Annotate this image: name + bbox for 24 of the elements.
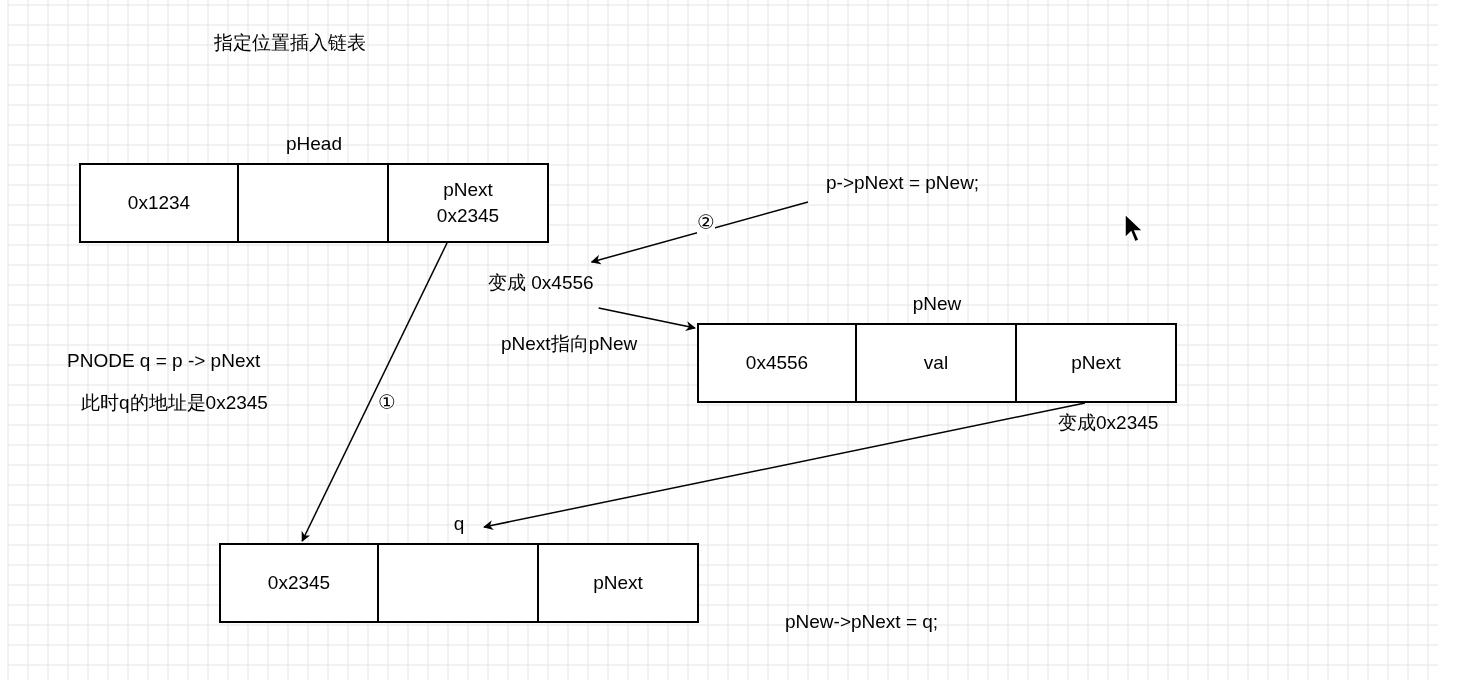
struct-heading: q <box>453 513 465 535</box>
note-text: pNew->pNext = q; <box>785 611 939 633</box>
code-text: 变成 0x4556 <box>488 270 594 296</box>
note-text: 此时q的地址是0x2345 <box>81 391 268 415</box>
field-cell: pNext <box>539 543 699 623</box>
arrow <box>590 201 809 265</box>
arrow <box>483 402 1086 531</box>
note-text: pNext指向pNew <box>501 332 638 356</box>
diagram-title: 指定位置插入链表 <box>214 31 366 55</box>
note-text: PNODE q = p -> pNext <box>67 350 261 372</box>
field-cell: 0x4556 <box>697 323 857 403</box>
field-cell: val <box>857 323 1017 403</box>
field-cell: 0x1234 <box>79 163 239 243</box>
note-text: 变成0x2345 <box>1058 411 1159 435</box>
arrow <box>301 242 448 542</box>
field-cell: pNext <box>1017 323 1177 403</box>
field-cell: pNext 0x2345 <box>389 163 549 243</box>
code-text: p->pNext = pNew; <box>826 172 980 194</box>
arrow <box>597 307 696 332</box>
struct-heading: pHead <box>286 133 342 155</box>
edge-label: ② <box>697 210 715 234</box>
field-cell: 0x2345 <box>219 543 379 623</box>
struct-heading: pNew <box>912 293 962 315</box>
edge-label: ① <box>378 390 396 414</box>
